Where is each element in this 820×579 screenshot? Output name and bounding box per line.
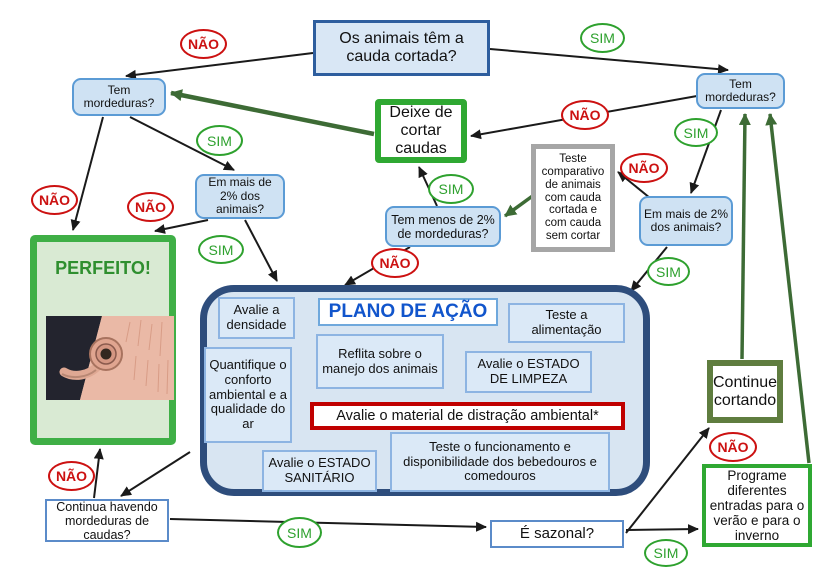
node-continua-havendo: Continua havendo mordeduras de caudas? <box>45 499 169 542</box>
nao-label-top-left: NÃO <box>180 29 227 59</box>
node-animais-cauda-cortada: Os animais têm a cauda cortada? <box>313 20 490 76</box>
node-em-mais-2-right: Em mais de 2% dos animais? <box>639 196 733 246</box>
nao-label-below-menos: NÃO <box>371 248 419 278</box>
node-tem-menos-2: Tem menos de 2% de mordeduras? <box>385 206 501 247</box>
pig-tail-photo <box>46 316 174 400</box>
node-em-mais-2-left: Em mais de 2% dos animais? <box>195 174 285 219</box>
plano-item-manejo: Reflita sobre o manejo dos animais <box>316 334 444 389</box>
node-e-sazonal: É sazonal? <box>490 520 624 548</box>
perfeito-label: PERFEITO! <box>55 258 151 278</box>
arrow-tml-nao-to-perfeito <box>70 116 104 231</box>
arrow-start-nao-to-tem-mordeduras-left <box>125 52 314 80</box>
arrow-continua-sim-to-sazonal <box>169 518 487 532</box>
arrow-emmais-left-nao-to-perfeito <box>154 219 209 234</box>
plano-item-limpeza: Avalie o ESTADO DE LIMPEZA <box>465 351 592 393</box>
nao-label-bottom-left: NÃO <box>48 461 95 491</box>
plano-item-sanitario: Avalie o ESTADO SANITÁRIO <box>262 450 377 492</box>
sim-label-bottom-right: SIM <box>644 539 688 567</box>
node-tem-mordeduras-left: Tem mordeduras? <box>72 78 166 116</box>
plano-item-alimentacao: Teste a alimentação <box>508 303 625 343</box>
sim-label-center: SIM <box>428 174 474 204</box>
plano-item-bebedouros: Teste o funcionamento e disponibilidade … <box>390 432 610 492</box>
node-tem-mordeduras-right: Tem mordeduras? <box>696 73 785 109</box>
sim-label-bottom-middle: SIM <box>277 517 322 548</box>
arrow-continue-to-tem-mordeduras-right <box>738 113 751 360</box>
plano-title: PLANO DE AÇÃO <box>318 298 498 326</box>
node-programe-entradas: Programe diferentes entradas para o verã… <box>702 464 812 547</box>
nao-label-far-left: NÃO <box>31 185 78 215</box>
arrow-continua-nao-to-perfeito <box>93 448 104 499</box>
sim-label-mid-left: SIM <box>198 235 244 264</box>
sim-label-right-lower: SIM <box>647 257 690 286</box>
nao-label-right: NÃO <box>620 153 668 183</box>
sim-label-top-right: SIM <box>580 23 625 53</box>
nao-label-center: NÃO <box>561 100 609 130</box>
nao-label-right-bottom: NÃO <box>709 432 757 462</box>
node-continue-cortando: Continue cortando <box>707 360 783 423</box>
nao-label-mid-left: NÃO <box>127 192 174 222</box>
arrow-sazonal-sim-to-programe <box>625 524 699 535</box>
arrow-deixe-to-tem-mordeduras-left <box>170 89 375 137</box>
arrow-emmais-left-sim-to-plano <box>244 219 278 282</box>
node-perfeito: PERFEITO! <box>30 235 176 445</box>
plano-item-conforto: Quantifique o conforto ambiental e a qua… <box>204 347 292 443</box>
sim-label-right-upper: SIM <box>674 118 718 147</box>
node-teste-comparativo: Teste comparativo de animais com cauda c… <box>531 144 615 252</box>
sim-label-left: SIM <box>196 125 243 156</box>
plano-item-densidade: Avalie a densidade <box>218 297 295 339</box>
arrow-plano-to-continua <box>120 451 191 497</box>
plano-item-distracao: Avalie o material de distração ambiental… <box>310 402 625 430</box>
node-deixe-de-cortar: Deixe de cortar caudas <box>375 99 467 163</box>
